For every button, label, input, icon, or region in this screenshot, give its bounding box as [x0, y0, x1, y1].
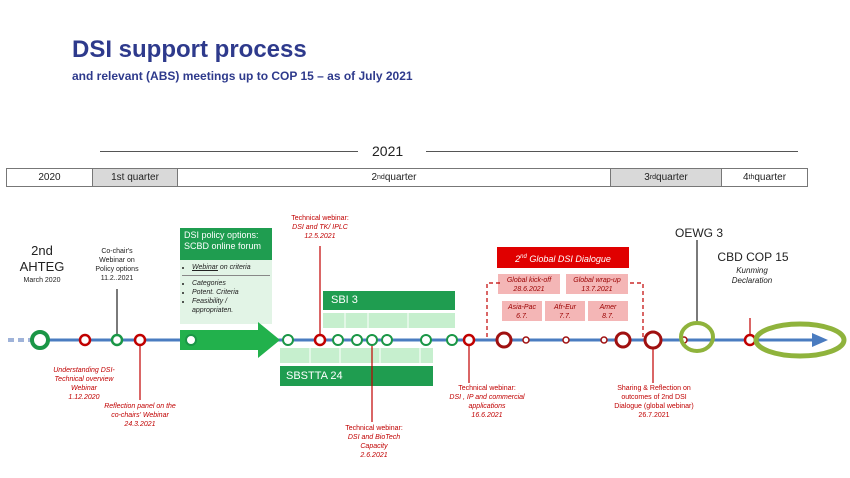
sbi-3-sessions	[323, 313, 455, 328]
wrapup-marker	[614, 331, 632, 349]
cop-label: CBD COP 15	[717, 250, 789, 264]
sbi-marker-3	[381, 334, 393, 346]
reflection-label: Reflection panel on the co-chairs' Webin…	[104, 403, 176, 428]
understanding-label: Understanding DSI-Technical overview Web…	[53, 367, 115, 401]
ahteg-marker	[30, 330, 50, 350]
page-subtitle: and relevant (ABS) meetings up to COP 15…	[72, 69, 413, 83]
policy-options-box: Webinar on criteria Categories Potent. C…	[180, 260, 272, 324]
sbi-marker-4	[420, 334, 432, 346]
oewg-label: OEWG 3	[674, 226, 723, 240]
sbstta-marker-1	[282, 334, 294, 346]
sbi-marker-5	[446, 334, 458, 346]
tech-ip-label: Technical webinar:DSI , IP and commercia…	[449, 385, 525, 419]
ip-marker	[462, 333, 476, 347]
tech-biotech-label: Technical webinar:DSI and BioTech Capaci…	[345, 425, 403, 459]
policy-arrow	[180, 322, 280, 358]
oewg-marker	[679, 321, 715, 353]
year-label: 2021	[372, 143, 404, 159]
dialogue-bracket	[486, 282, 644, 340]
policy-options-title: DSI policy options: SCBD online forum	[180, 228, 272, 260]
cop-big-marker	[753, 321, 847, 359]
year-line-right	[426, 151, 798, 152]
reflection-marker	[133, 333, 147, 347]
sbi-marker-2	[351, 334, 363, 346]
ahteg-date: March 2020	[23, 277, 61, 284]
dialogue-title: 2nd Global DSI Dialogue	[497, 247, 629, 268]
sbstta-sessions	[280, 348, 433, 363]
sbi-marker-1	[332, 334, 344, 346]
tk-marker	[313, 333, 327, 347]
page-title: DSI support process	[72, 36, 307, 63]
sbstta-24-box: SBSTTA 24	[280, 366, 433, 386]
policy-marker	[185, 334, 197, 346]
understanding-marker	[78, 333, 92, 347]
period-2020: 2020	[6, 168, 93, 187]
amer-marker	[600, 336, 608, 344]
policy-options-list: Webinar on criteria	[182, 263, 270, 272]
sbi-3-box: SBI 3	[323, 291, 455, 310]
cochair-marker	[110, 333, 124, 347]
sharing-marker	[643, 330, 663, 350]
sharing-label: Sharing & Reflection on outcomes of 2nd …	[614, 385, 694, 419]
asia-pac-marker	[562, 336, 570, 344]
timeline-arrowhead	[812, 333, 828, 347]
kickoff-marker	[495, 331, 513, 349]
biotech-marker	[366, 334, 378, 346]
cop-sublabel: Kunming Declaration	[731, 266, 773, 285]
dialogue-marker-1	[522, 336, 530, 344]
year-line-left	[100, 151, 358, 152]
